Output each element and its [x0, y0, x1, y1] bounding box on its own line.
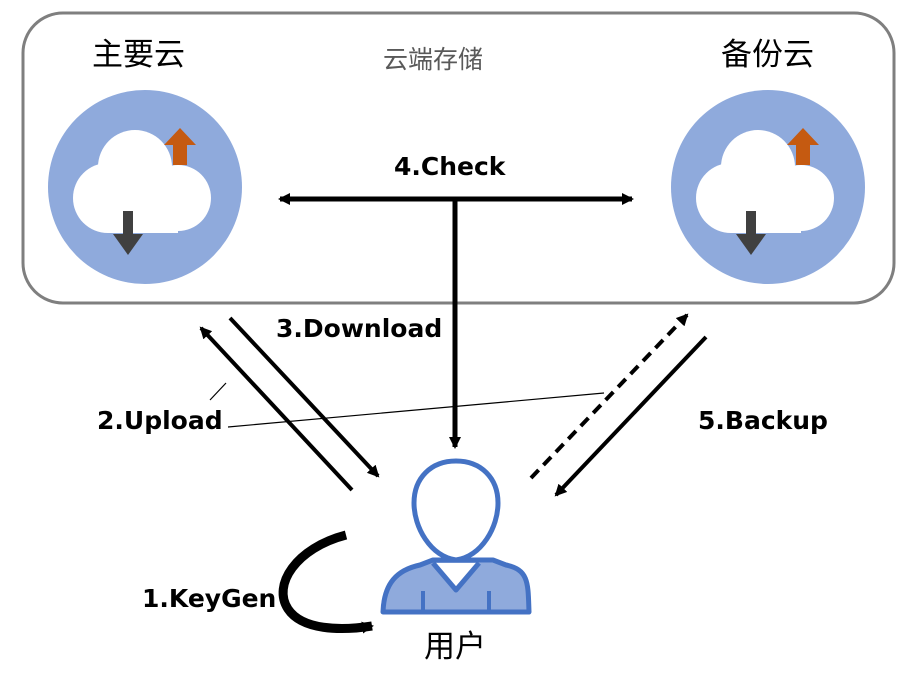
download-arrow: [228, 316, 380, 478]
keygen-arrow: [278, 530, 374, 634]
user-icon: [380, 458, 532, 615]
upload-leader-line: [209, 382, 227, 401]
backup-cloud-label: 备份云: [721, 37, 814, 73]
cloud-storage-box: [21, 11, 896, 305]
upload-arrow-icon: [787, 128, 819, 165]
backup-cloud-icon: [671, 90, 865, 284]
primary-cloud-label: 主要云: [92, 37, 185, 73]
upload-arrow: [199, 326, 354, 492]
step-upload-label: 2.Upload: [97, 406, 223, 435]
step-keygen-label: 1.KeyGen: [142, 584, 277, 613]
primary-cloud-icon: [48, 90, 242, 284]
step-check-label: 4.Check: [394, 152, 506, 181]
download-arrow-icon: [113, 211, 143, 255]
backup-leader-line: [227, 392, 605, 428]
backup-arrow-return: [554, 335, 708, 497]
download-arrow-icon: [736, 211, 766, 255]
user-label: 用户: [424, 629, 486, 665]
upload-arrow-icon: [164, 128, 196, 165]
step-backup-label: 5.Backup: [698, 406, 828, 435]
backup-arrow-dashed: [529, 313, 689, 480]
step-download-label: 3.Download: [276, 314, 443, 343]
storage-title: 云端存储: [383, 45, 484, 74]
